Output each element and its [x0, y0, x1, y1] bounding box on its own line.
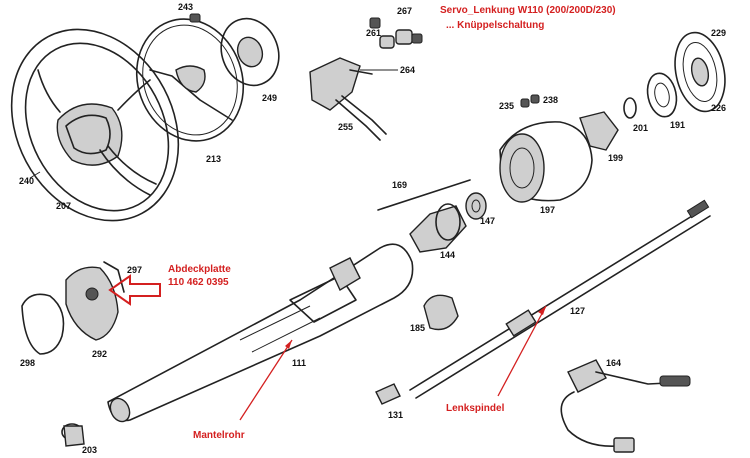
part-number-238: 238	[543, 95, 558, 105]
horn-plate-249	[220, 17, 280, 87]
title-line-1: Servo_Lenkung W110 (200/200D/230)	[440, 5, 616, 16]
part-number-267: 267	[397, 6, 412, 16]
switch-housing-255	[309, 57, 387, 141]
part-number-201: 201	[633, 123, 648, 133]
part-number-203: 203	[82, 445, 97, 455]
part-number-213: 213	[206, 154, 221, 164]
switch-164	[560, 359, 691, 453]
part-number-297: 297	[127, 265, 142, 275]
flange-144	[409, 203, 467, 253]
bushing-203	[61, 423, 85, 447]
part-number-249: 249	[262, 93, 277, 103]
lenkspindel-label: Lenkspindel	[446, 403, 505, 414]
part-number-243: 243	[178, 2, 193, 12]
sleeve-131	[375, 383, 401, 405]
part-number-261: 261	[366, 28, 381, 38]
contact-parts-261-267	[369, 17, 423, 49]
steering-jacket-111	[107, 243, 414, 423]
lenkspindel-leader	[497, 305, 547, 397]
part-number-131: 131	[388, 410, 403, 420]
part-number-127: 127	[570, 306, 585, 316]
abdeckplatte-arrow	[108, 274, 161, 306]
mantelrohr-leader	[239, 339, 293, 421]
bracket-199	[579, 111, 619, 151]
part-number-298: 298	[20, 358, 35, 368]
part-number-264: 264	[400, 65, 415, 75]
horn-ring-213	[135, 18, 245, 142]
part-number-191: 191	[670, 120, 685, 130]
part-number-164: 164	[606, 358, 621, 368]
gasket-298	[21, 293, 65, 355]
cover-plate-292	[65, 261, 125, 341]
abdeckplatte-name: Abdeckplatte	[168, 264, 231, 275]
part-number-255: 255	[338, 122, 353, 132]
mantelrohr-label: Mantelrohr	[193, 430, 245, 441]
housing-197	[499, 121, 593, 203]
part-number-226: 226	[711, 103, 726, 113]
part-number-111: 111	[292, 358, 306, 368]
title-line-2: ... Knüppelschaltung	[446, 20, 544, 31]
part-number-169: 169	[392, 180, 407, 190]
part-number-199: 199	[608, 153, 623, 163]
part-number-144: 144	[440, 250, 455, 260]
part-number-197: 197	[540, 205, 555, 215]
part-number-240: 240	[19, 176, 34, 186]
part-number-207: 207	[56, 201, 71, 211]
steering-spindle-127	[409, 199, 711, 399]
bush-185	[423, 294, 459, 331]
part-number-229: 229	[711, 28, 726, 38]
abdeckplatte-part-number: 110 462 0395	[168, 277, 229, 288]
part-number-292: 292	[92, 349, 107, 359]
ring-191	[646, 72, 678, 118]
part-number-185: 185	[410, 323, 425, 333]
part-number-235: 235	[499, 101, 514, 111]
flange-226	[674, 31, 726, 113]
rod-169	[377, 179, 471, 211]
part-number-147: 147	[480, 216, 495, 226]
bushing-147	[465, 192, 487, 220]
washer-201	[623, 97, 637, 119]
steering-wheel-207	[10, 28, 180, 222]
